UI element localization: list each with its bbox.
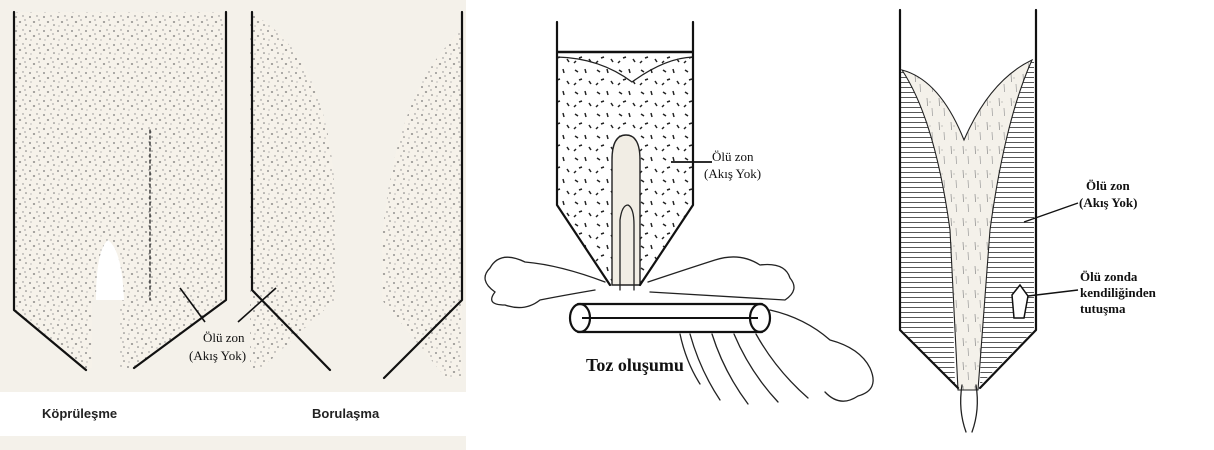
panel1-dead-zone-label-line1: Ölü zon (203, 330, 245, 345)
ignition-spot (1011, 283, 1029, 319)
ignition-label-line2: kendiliğinden (1080, 285, 1157, 300)
ignition-label-line1: Ölü zonda (1080, 269, 1138, 284)
silo-piping-right (382, 10, 464, 380)
outlet-stream (960, 384, 978, 433)
panel-self-ignition: Ölü zon (Akış Yok) Ölü zonda kendiliğind… (898, 8, 1157, 433)
dust-streams (679, 333, 809, 405)
dead-zone-pointer-left (179, 287, 206, 323)
flow-channel (611, 134, 641, 286)
dead-zone-pointer-right (237, 287, 277, 323)
silo3-outline (898, 8, 1038, 390)
panel2-dead-zone-label-line1: Ölü zon (712, 149, 754, 164)
panel2-dead-zone-label-line2: (Akış Yok) (704, 166, 761, 181)
silo-piping (250, 10, 335, 372)
hopper-surface (556, 56, 694, 83)
caption-dust-formation: Toz oluşumu (586, 355, 684, 375)
silo-piping-right-fill (382, 30, 462, 378)
dust-cloud-left (484, 256, 606, 309)
silo-piping-right-wall (382, 10, 464, 380)
ignition-pointer (1027, 289, 1079, 297)
flow-funnel (900, 58, 1034, 391)
hopper-outline (555, 20, 695, 287)
panel3-dead-zone-label-line2: (Akış Yok) (1079, 195, 1137, 210)
panel1-dead-zone-label-line2: (Akış Yok) (189, 348, 246, 363)
panel-bridging-piping: Ölü zon (Akış Yok) Köprüleşme Borulaşma (0, 0, 466, 450)
silo-bridging-right-wall (132, 10, 228, 370)
panel1-bottom-band (0, 392, 466, 436)
silo-piping-wall (250, 10, 332, 372)
caption-piping: Borulaşma (312, 406, 380, 421)
dead-zone-left (900, 72, 955, 385)
flow-channel-inner (619, 204, 635, 291)
bridge-void (96, 240, 124, 300)
panel3-dead-zone-label-line1: Ölü zon (1086, 178, 1130, 193)
panel-dust-formation: Ölü zon (Akış Yok) Toz oluşumu (484, 20, 874, 405)
dust-cloud-bottom (769, 309, 874, 402)
silo-bridging (12, 10, 228, 372)
silo-piping-fill (250, 16, 335, 368)
silo-bridging-fill (14, 12, 226, 368)
conveyor-belt (568, 302, 772, 334)
ignition-label-line3: tutuşma (1080, 301, 1126, 316)
panel3-dead-zone-pointer (1023, 202, 1079, 223)
silo-bridging-left-wall (12, 10, 88, 372)
dust-cloud-right (647, 256, 795, 301)
caption-bridging: Köprüleşme (42, 406, 117, 421)
